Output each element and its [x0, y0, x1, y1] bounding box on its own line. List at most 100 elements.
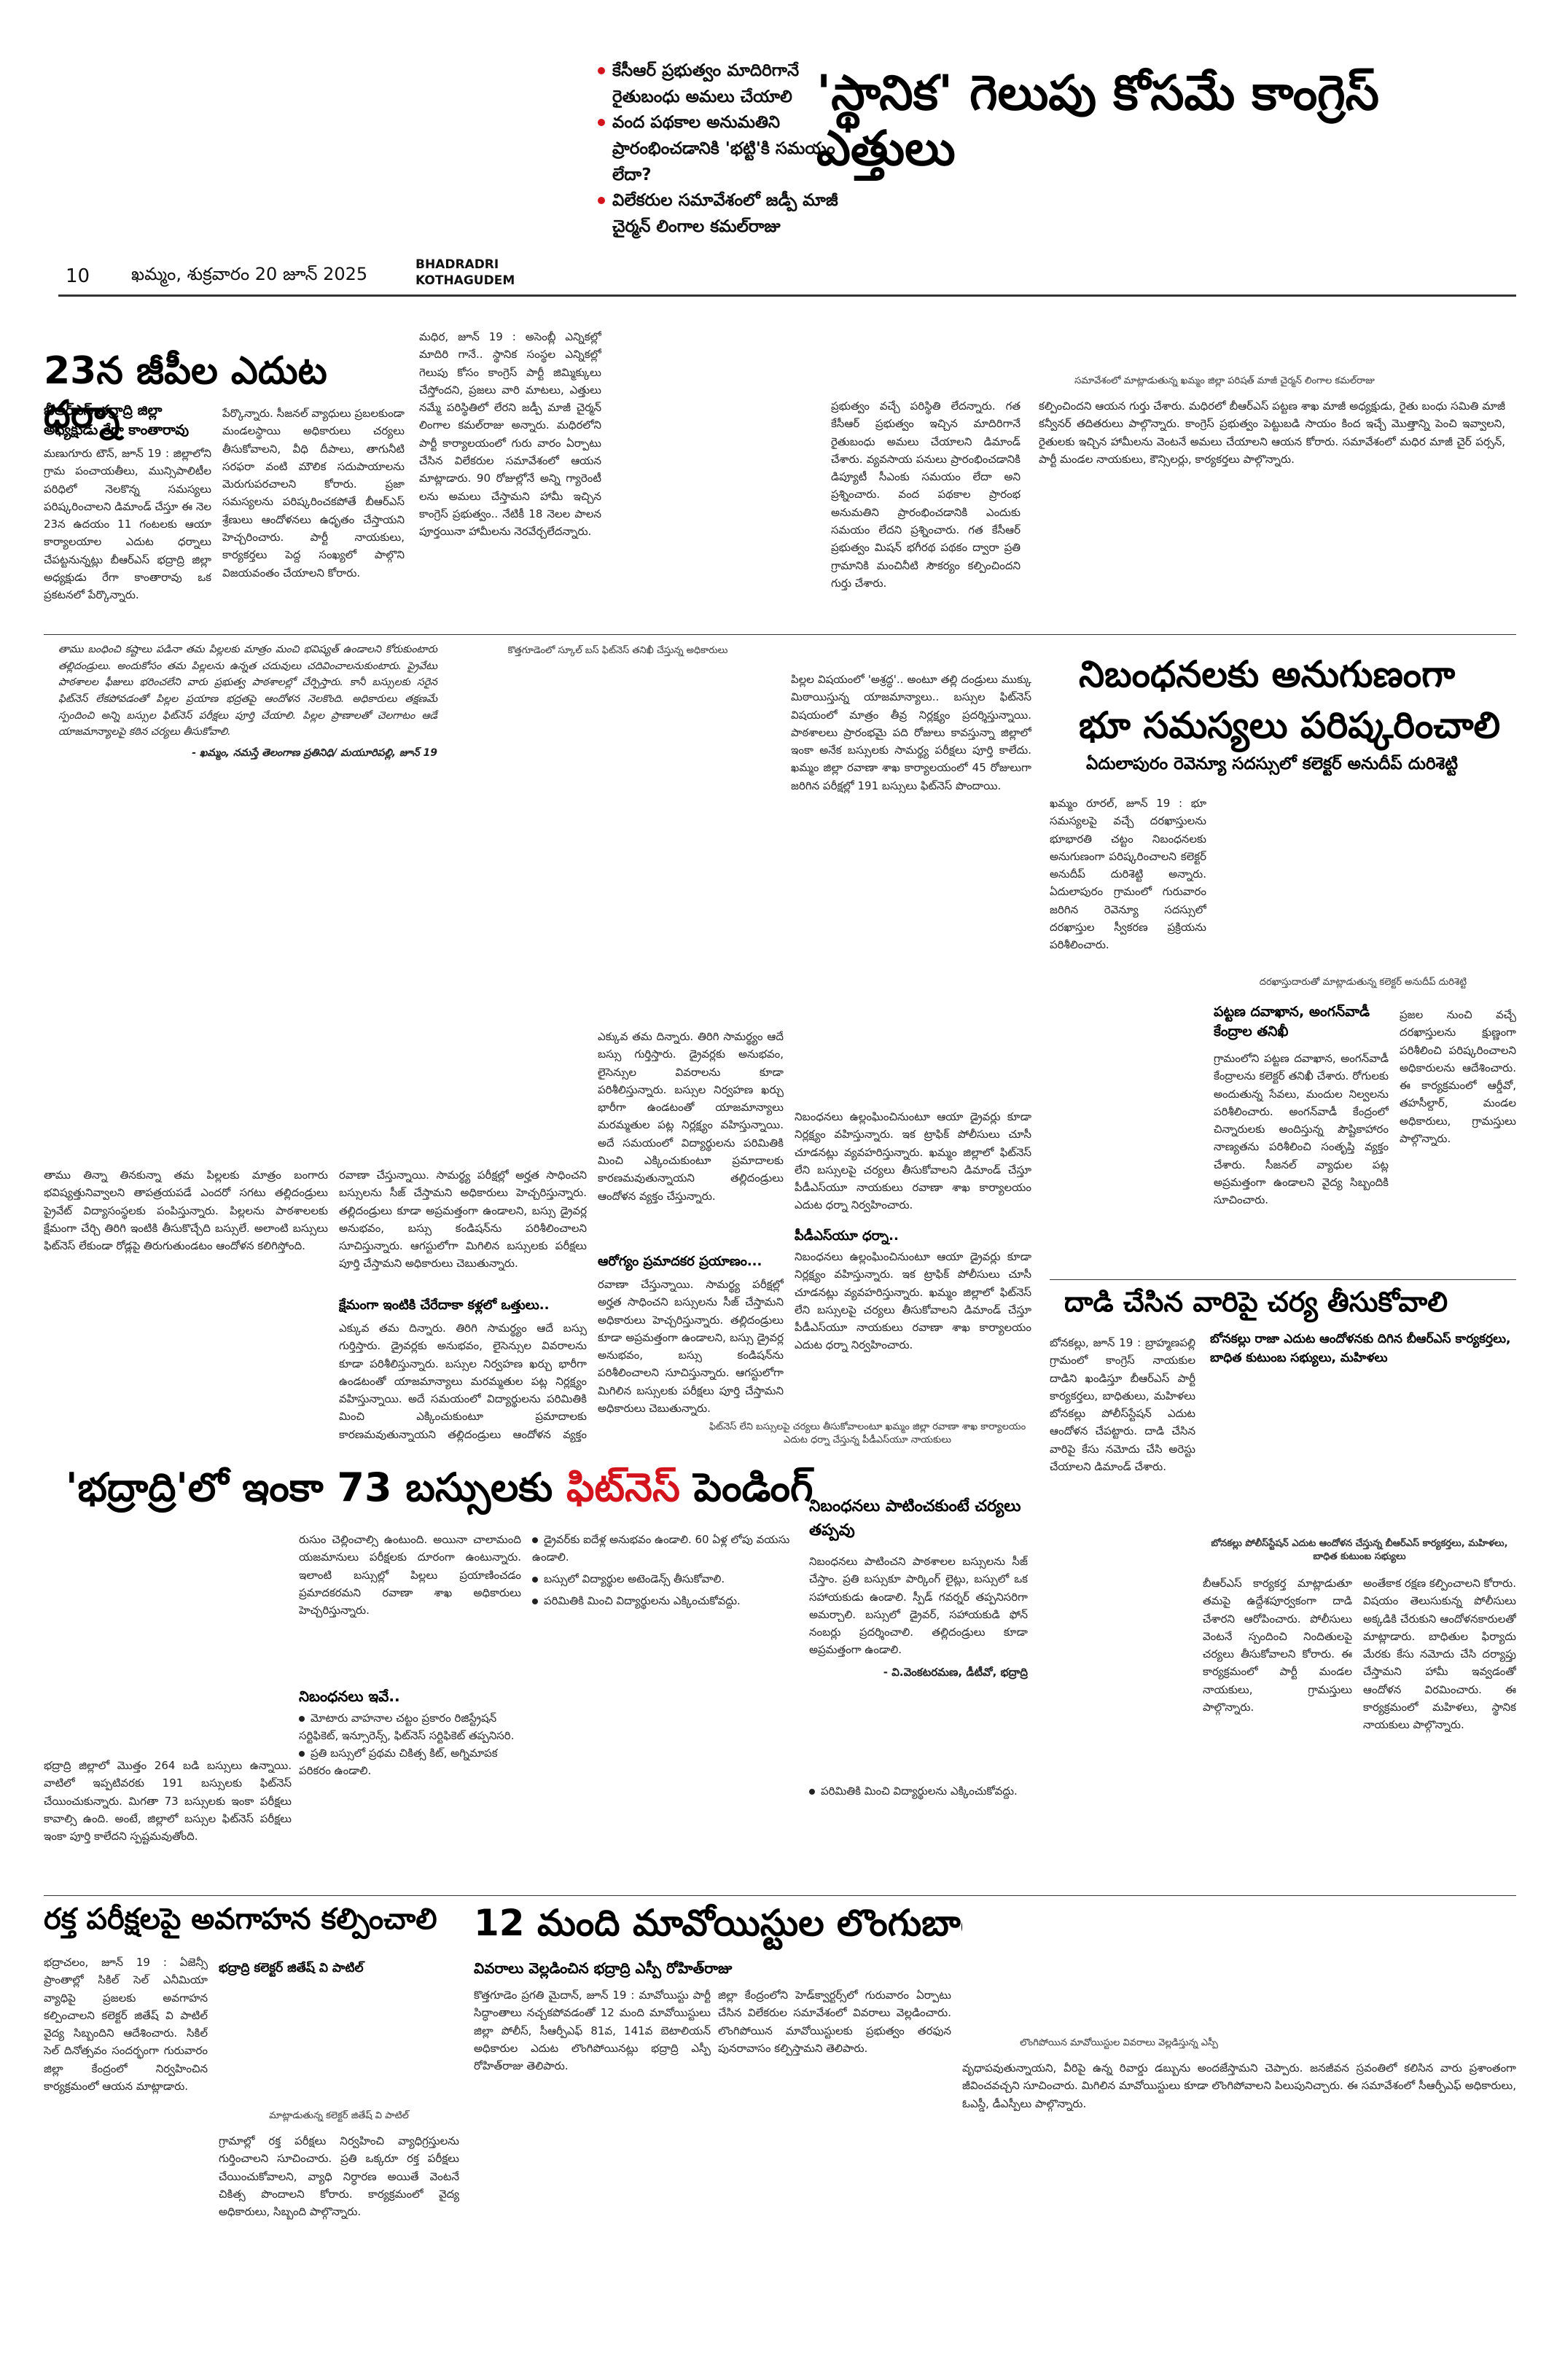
- lead-headline: 'స్థానిక' గెలుపు కోసమే కాంగ్రెస్ ఎత్తులు: [816, 65, 1379, 176]
- side-body: నిబంధనలు పాటించని పాఠశాలల బస్సులను సీజ్ …: [809, 1555, 1028, 1657]
- attack-column: బోనకల్లు, జూన్ 19 : బ్రాహ్మణపల్లి గ్రామం…: [1050, 1336, 1195, 1474]
- bullet-icon: [598, 67, 605, 74]
- land-sub: పట్టణ దవాఖాన, అంగన్‌వాడీ కేంద్రాల తనిఖీ: [1214, 1004, 1370, 1039]
- maoist-column: వృధాపవుతున్నాయని, వీరిపై ఉన్న రివార్డు డ…: [962, 2061, 1516, 2110]
- bus-column: తాము తిన్నా తినకున్నా తమ పిల్లలకు మాత్రం…: [44, 1168, 328, 1253]
- dharna-headline: 23న జీపీల ఎదుట ధర్నా: [44, 349, 327, 437]
- bus-subheading: క్షేమంగా ఇంటికి చేరేదాకా కళ్లలో ఒత్తులు.…: [339, 1298, 550, 1313]
- rule-text: పరిమితికి మించి విద్యార్థులను ఎక్కించుకో…: [544, 1594, 741, 1607]
- bus-bottom-column: రుసుం చెల్లించాల్సి ఉంటుంది. అయినా చాలామ…: [299, 1533, 521, 1618]
- rule-text: ప్రతి బస్సులో ప్రథమ చికిత్స కిట్, అగ్నిమ…: [299, 1747, 498, 1777]
- section-rule: [44, 634, 1516, 635]
- land-headline: నిబంధనలకు అనుగుణంగా భూ సమస్యలు పరిష్కరిం…: [1079, 653, 1501, 746]
- bullet-icon: [598, 119, 605, 127]
- rule-item: ప్రతి బస్సులో ప్రథమ చికిత్స కిట్, అగ్నిమ…: [299, 1744, 525, 1779]
- masthead-rule: [58, 294, 1516, 297]
- bus-subheading: ఆరోగ్యం ప్రమాదకర ప్రయాణం...: [598, 1254, 762, 1269]
- bus-column: రవాణా చేస్తున్నాయి. సామర్థ్య పరీక్షల్లో …: [598, 1278, 784, 1416]
- rules-heading: నిబంధనలు ఇవే..: [299, 1688, 400, 1705]
- section-rule: [44, 1895, 1516, 1896]
- blood-subheading: భద్రాద్రి కలెక్టర్ జితేష్ వి పాటిల్: [219, 1961, 364, 1975]
- rule-text: పరిమితికి మించి విద్యార్థులను ఎక్కించుకో…: [821, 1784, 1018, 1798]
- side-rules: పరిమితికి మించి విద్యార్థులను ఎక్కించుకో…: [809, 1782, 1028, 1892]
- bus-column: పిల్లల విషయంలో 'అశ్రద్ధ'.. అంటూ తల్లి దం…: [791, 673, 1031, 792]
- land-column: ఖమ్మం రూరల్, జూన్ 19 : భూ సమస్యలపై వచ్చే…: [1050, 797, 1206, 952]
- rule-item: డ్రైవర్‌కు ఐదేళ్ల అనుభవం ఉండాలి. 60 ఏళ్ల…: [532, 1531, 791, 1566]
- blood-photo: [219, 1983, 459, 2026]
- maoist-column: కొత్తగూడెం ప్రగతి మైదాన్, జూన్ 19 : మావో…: [474, 1989, 711, 2073]
- bus-photo: [452, 641, 784, 685]
- rule-item: బస్సులో విద్యార్థుల అటెండెన్స్ తీసుకోవాల…: [532, 1570, 791, 1588]
- dharna-column: పేర్కొన్నారు. సీజనల్ వ్యాధులు ప్రబలకుండా…: [222, 407, 405, 580]
- blood-column: భద్రాచలం, జూన్ 19 : ఏజెన్సీ ప్రాంతాల్లో …: [44, 1956, 208, 2094]
- dharna-photo: [791, 1414, 1031, 1419]
- bus-column: నిబంధనలు ఉల్లంఘించినుంటూ ఆయా డ్రైవర్లు క…: [795, 1110, 1031, 1212]
- bus-column: ఎక్కువ తమ దిన్నారు. తిరిగి సామర్థ్యం ఆదే…: [598, 1030, 784, 1203]
- page-number: 10: [66, 265, 90, 287]
- attack-column: బీఆర్ఎస్ కార్యకర్త మాట్లాడుతూ తమపై ఉద్దే…: [1203, 1577, 1352, 1714]
- quote-text: తాము బంధించి కష్టాలు పడినా తమ పిల్లలకు మ…: [58, 644, 437, 738]
- bullet-icon: [299, 1750, 305, 1757]
- land-photo-caption: దరఖాస్తుదారుతో మాట్లాడుతున్న కలెక్టర్ అన…: [1259, 977, 1467, 988]
- side-attribution: - వి.వెంకటరమణ, డీటీవో, భద్రాద్రి: [883, 1665, 1028, 1679]
- lead-highlights: కేసీఆర్ ప్రభుత్వం మాదిరిగానే రైతుబంధు అమ…: [598, 58, 838, 240]
- bus-headline-highlight: ఫిట్‌నెస్: [566, 1464, 680, 1510]
- section-rule: [1050, 1279, 1516, 1280]
- attack-photo-caption: బోనకల్లు పోలీస్‌స్టేషన్ ఎదుట ఆందోళన చేస్…: [1211, 1538, 1508, 1562]
- rule-item: పరిమితికి మించి విద్యార్థులను ఎక్కించుకో…: [532, 1592, 791, 1610]
- masthead-date: ఖమ్మం, శుక్రవారం 20 జూన్ 2025: [131, 264, 368, 284]
- blood-column: గ్రామాల్లో రక్త పరీక్షలు నిర్వహించి వ్యా…: [219, 2134, 459, 2219]
- rules-list-left: మోటారు వాహనాల చట్టం ప్రకారం రిజిస్ట్రేషన…: [299, 1709, 525, 1892]
- dharna-column: మణుగూరు టౌన్, జూన్ 19 : జిల్లాలోని గ్రామ…: [44, 447, 211, 602]
- highlight-text: వంద పథకాల అనుమతిని ప్రారంభించడానికి 'భట్…: [612, 113, 835, 184]
- bullet-icon: [532, 1576, 538, 1583]
- masthead-edition: BHADRADRI KOTHAGUDEM: [415, 257, 515, 289]
- maoist-column: జిల్లా కేంద్రంలోని హెడ్‌క్వార్టర్స్‌లో గ…: [718, 1989, 951, 2055]
- rule-item: మోటారు వాహనాల చట్టం ప్రకారం రిజిస్ట్రేషన…: [299, 1709, 525, 1744]
- bullet-icon: [532, 1537, 538, 1543]
- rule-text: బస్సులో విద్యార్థుల అటెండెన్స్ తీసుకోవాల…: [544, 1572, 725, 1585]
- bus-photo-caption: కొత్తగూడెంలో స్కూల్ బస్ ఫిట్‌నెస్ తనిఖీ …: [507, 645, 728, 656]
- highlight-text: విలేకరుల సమావేశంలో జడ్పీ మాజీ చైర్మన్ లి…: [612, 191, 838, 236]
- lead-photo-caption: సమావేశంలో మాట్లాడుతున్న ఖమ్మం జిల్లా పరి…: [1074, 375, 1375, 386]
- attack-subheading: బోనకల్లు రాజా ఎదుట ఆందోళనకు దిగిన బీఆర్ఎ…: [1210, 1332, 1511, 1365]
- attack-column: అంతేకాక రక్షణ కల్పించాలని కోరారు. విషయం …: [1363, 1577, 1516, 1732]
- bus-column: నిబంధనలు ఉల్లంఘించినుంటూ ఆయా డ్రైవర్లు క…: [795, 1250, 1031, 1352]
- lead-column: కల్పించిందని ఆయన గుర్తు చేశారు. మధిరలో బ…: [1039, 399, 1505, 466]
- blood-photo-caption: మాట్లాడుతున్న కలెక్టర్ జితేష్ వి పాటిల్: [269, 2110, 409, 2121]
- attack-photo: [1203, 1370, 1516, 1414]
- rule-text: డ్రైవర్‌కు ఐదేళ్ల అనుభవం ఉండాలి. 60 ఏళ్ల…: [532, 1533, 790, 1564]
- bus-photo-2: [44, 1531, 499, 1575]
- highlight-item: విలేకరుల సమావేశంలో జడ్పీ మాజీ చైర్మన్ లి…: [598, 188, 838, 240]
- bullet-icon: [299, 1715, 305, 1722]
- land-subheading: ఏదులాపురం రెవెన్యూ సదస్సులో కలెక్టర్ అను…: [1086, 754, 1459, 773]
- land-column: ప్రజల నుంచి వచ్చే దరఖాస్తులను క్షుణ్ణంగా…: [1400, 1008, 1516, 1146]
- bullet-icon: [598, 197, 605, 205]
- rules-list-right: డ్రైవర్‌కు ఐదేళ్ల అనుభవం ఉండాలి. 60 ఏళ్ల…: [532, 1531, 791, 1892]
- rule-text: మోటారు వాహనాల చట్టం ప్రకారం రిజిస్ట్రేషన…: [299, 1712, 515, 1742]
- bus-bottom-column: భద్రాద్రి జిల్లాలో మొత్తం 264 బడి బస్సుల…: [44, 1759, 292, 1843]
- bus-headline-suffix: పెండింగ్: [679, 1464, 813, 1510]
- bus-column: రవాణా చేస్తున్నాయి. సామర్థ్య పరీక్షల్లో …: [339, 1168, 587, 1271]
- highlight-text: కేసీఆర్ ప్రభుత్వం మాదిరిగానే రైతుబంధు అమ…: [612, 61, 800, 106]
- bus-subheading: పీడీఎస్‌యూ ధర్నా..: [795, 1228, 899, 1244]
- bus-headline: 'భద్రాద్రి'లో ఇంకా 73 బస్సులకు ఫిట్‌నెస్…: [66, 1464, 853, 1510]
- attack-headline: దాడి చేసిన వారిపై చర్య తీసుకోవాలి: [1064, 1286, 1448, 1318]
- blood-headline: రక్త పరీక్షలపై అవగాహన కల్పించాలి: [44, 1903, 437, 1936]
- bullet-icon: [809, 1788, 815, 1795]
- highlight-item: వంద పథకాల అనుమతిని ప్రారంభించడానికి 'భట్…: [598, 110, 838, 188]
- lead-column: ప్రభుత్వం వచ్చే పరిస్థితి లేదన్నారు. గత …: [831, 399, 1021, 590]
- bullet-icon: [532, 1598, 538, 1604]
- bus-headline-prefix: 'భద్రాద్రి'లో ఇంకా 73 బస్సులకు: [66, 1464, 566, 1510]
- quote-attribution: - ఖమ్మం, నమస్తే తెలంగాణ ప్రతినిధి/ మయూరి…: [192, 747, 437, 760]
- maoist-photo: [962, 1910, 1516, 1954]
- dharna-byline: బీఆర్ఎస్ భద్రాద్రి జిల్లా అధ్యక్షుడు రేగ…: [44, 402, 190, 438]
- bus-column: ఎక్కువ తమ దిన్నారు. తిరిగి సామర్థ్యం ఆదే…: [339, 1322, 587, 1441]
- lead-photo: [612, 328, 1516, 372]
- quote-box: తాము బంధించి కష్టాలు పడినా తమ పిల్లలకు మ…: [58, 641, 437, 853]
- land-photo: [1214, 795, 1516, 838]
- rule-item: పరిమితికి మించి విద్యార్థులను ఎక్కించుకో…: [809, 1782, 1028, 1800]
- maoist-subheading: వివరాలు వెల్లడించిన భద్రాద్రి ఎస్పీ రోహి…: [474, 1959, 733, 1977]
- dharna-photo-caption: ఫిట్‌నెస్ లేని బస్సులపై చర్యలు తీసుకోవాల…: [709, 1421, 1026, 1445]
- highlight-item: కేసీఆర్ ప్రభుత్వం మాదిరిగానే రైతుబంధు అమ…: [598, 58, 838, 110]
